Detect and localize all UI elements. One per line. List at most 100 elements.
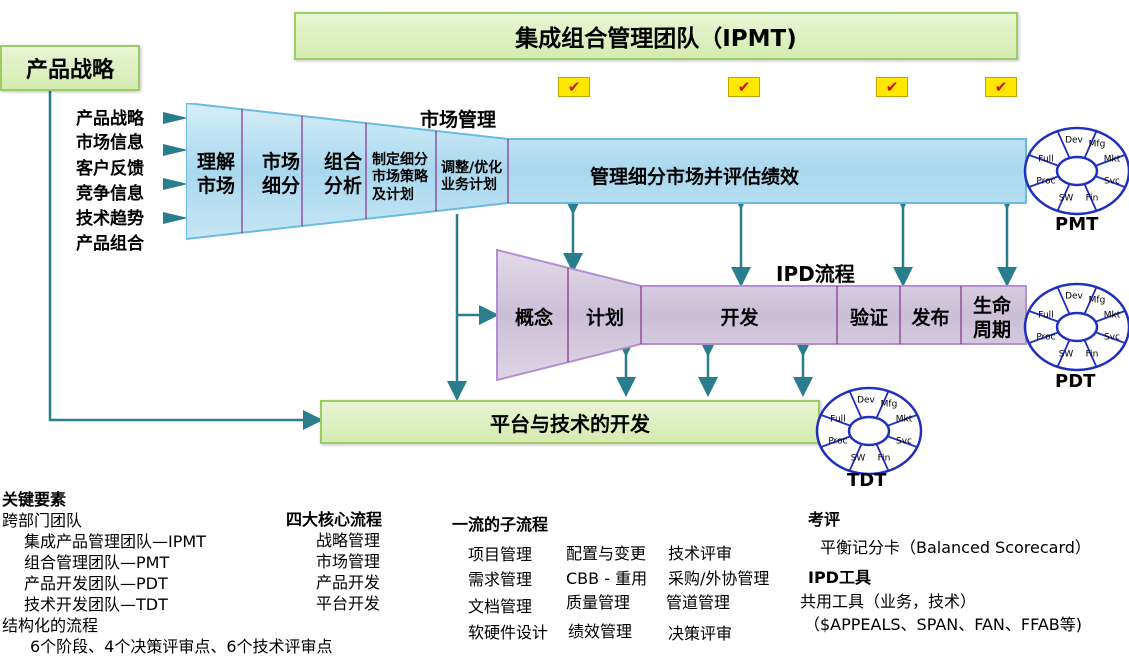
- product-strategy-label: 产品战略: [25, 58, 114, 83]
- stage-portfolio-analysis: 组合分析: [316, 145, 370, 205]
- input-item: 产品组合: [76, 234, 144, 254]
- wheel-segment-label: Mfg: [1089, 140, 1106, 150]
- sub-process-item: 决策评审: [668, 624, 733, 643]
- wheel-segment-label: Svc: [1104, 177, 1120, 187]
- stage-label: 制定细分市场策略及计划: [372, 151, 428, 203]
- stage-label: 生命周期: [972, 295, 1011, 341]
- input-item: 技术趋势: [76, 209, 144, 229]
- ipmt-banner: 集成组合管理团队（IPMT): [294, 12, 1018, 60]
- tdt-label: TDT: [847, 470, 887, 491]
- input-item: 市场信息: [76, 133, 144, 153]
- ipd-stage-plan: 计划: [585, 307, 624, 330]
- market-tube-label: 管理细分市场并评估绩效: [590, 166, 800, 188]
- sub-process-item: 需求管理: [468, 570, 533, 589]
- key-elements-title: 关键要素: [2, 490, 67, 509]
- product-strategy-box: 产品战略: [0, 45, 140, 91]
- platform-label: 平台与技术的开发: [490, 411, 650, 436]
- wheel-segment-label: Full: [1038, 311, 1053, 321]
- ipd-stage-launch: 发布: [911, 307, 950, 330]
- ipd-stage-lifecycle: 生命周期: [962, 292, 1022, 346]
- wheel-segment-label: Fin: [1086, 350, 1099, 360]
- sub-process-item: 采购/外协管理: [668, 569, 770, 588]
- key-element-line: 6个阶段、4个决策评审点、6个技术评审点: [30, 637, 333, 656]
- pmt-label: PMT: [1055, 214, 1099, 235]
- key-element-line: 技术开发团队—TDT: [24, 595, 168, 614]
- sub-process-item: CBB - 重用: [566, 569, 648, 588]
- sub-process-item: 配置与变更: [566, 544, 647, 563]
- key-element-line: 组合管理团队—PMT: [24, 553, 170, 572]
- input-item: 竞争信息: [76, 184, 144, 204]
- market-management-funnel: [186, 103, 1027, 241]
- platform-tech-box: 平台与技术的开发: [320, 400, 820, 444]
- wheel-segment-label: Dev: [1065, 292, 1083, 302]
- evaluation-text: 平衡记分卡（Balanced Scorecard）: [820, 538, 1091, 557]
- core-process-item: 战略管理: [316, 531, 381, 550]
- sub-process-item: 技术评审: [668, 544, 733, 563]
- wheel-segment-label: Fin: [878, 454, 891, 464]
- core-process-item: 平台开发: [316, 594, 381, 613]
- stage-label: 市场细分: [261, 151, 300, 197]
- wheel-segment-label: SW: [1059, 350, 1074, 360]
- stage-label: 调整/优化业务计划: [441, 159, 503, 194]
- wheel-segment-label: Proc: [828, 437, 847, 447]
- stage-label: 理解市场: [196, 151, 235, 197]
- wheel-segment-label: Proc: [1036, 333, 1055, 343]
- check-icon: ✔: [728, 77, 760, 97]
- ipd-stage-develop: 开发: [720, 307, 759, 330]
- key-element-line: 结构化的流程: [2, 616, 99, 635]
- evaluation-title: 考评: [808, 510, 841, 529]
- ipd-tools-line: 共用工具（业务，技术）: [800, 592, 977, 611]
- core-process-item: 市场管理: [316, 552, 381, 571]
- input-item: 客户反馈: [76, 159, 144, 179]
- wheel-segment-label: Mfg: [881, 400, 898, 410]
- key-element-line: 产品开发团队—PDT: [24, 574, 168, 593]
- core-processes-title: 四大核心流程: [286, 510, 383, 529]
- pdt-label: PDT: [1055, 371, 1096, 392]
- wheel-segment-label: Mkt: [1104, 155, 1121, 165]
- sub-processes-title: 一流的子流程: [452, 515, 549, 534]
- wheel-segment-label: Full: [1038, 155, 1053, 165]
- sub-process-item: 项目管理: [468, 545, 533, 564]
- wheel-segment-label: Svc: [1104, 333, 1120, 343]
- wheel-segment-label: Dev: [857, 396, 875, 406]
- ipd-funnel: [496, 248, 1027, 382]
- stage-segment-market: 市场细分: [256, 145, 306, 205]
- ipd-stage-verify: 验证: [849, 307, 888, 330]
- wheel-segment-label: SW: [1059, 194, 1074, 204]
- stage-segment-strategy: 制定细分市场策略及计划: [368, 136, 434, 220]
- ipd-tools-line: （$APPEALS、SPAN、FAN、FFAB等): [804, 615, 1082, 634]
- sub-process-item: 文档管理: [468, 597, 533, 616]
- wheel-segment-label: Fin: [1086, 194, 1099, 204]
- stage-adjust-plan: 调整/优化业务计划: [436, 146, 508, 208]
- double-arrows: [563, 190, 1017, 397]
- sub-process-item: 软硬件设计: [468, 623, 549, 642]
- key-element-line: 集成产品管理团队—IPMT: [24, 532, 206, 551]
- sub-process-item: 绩效管理: [568, 622, 633, 641]
- input-arrows: [163, 112, 188, 224]
- key-element-line: 跨部门团队: [2, 511, 83, 530]
- input-item: 产品战略: [76, 109, 144, 129]
- wheel-segment-label: Mkt: [896, 415, 913, 425]
- wheel-segment-label: Svc: [896, 437, 912, 447]
- wheel-segment-label: Mkt: [1104, 311, 1121, 321]
- wheel-segment-label: SW: [851, 454, 866, 464]
- wheel-segment-label: Dev: [1065, 136, 1083, 146]
- check-icon: ✔: [985, 77, 1017, 97]
- sub-process-item: 管道管理: [666, 593, 731, 612]
- stage-understand-market: 理解市场: [190, 145, 242, 205]
- wheel-segment-label: Full: [830, 415, 845, 425]
- stage-label: 组合分析: [323, 151, 362, 197]
- strategy-platform-connector: [48, 88, 323, 430]
- check-icon: ✔: [558, 77, 590, 97]
- ipd-title: IPD流程: [776, 262, 855, 286]
- wheel-segment-label: Proc: [1036, 177, 1055, 187]
- core-process-item: 产品开发: [316, 573, 381, 592]
- market-mgmt-title: 市场管理: [420, 109, 497, 131]
- ipd-tools-title: IPD工具: [808, 568, 871, 587]
